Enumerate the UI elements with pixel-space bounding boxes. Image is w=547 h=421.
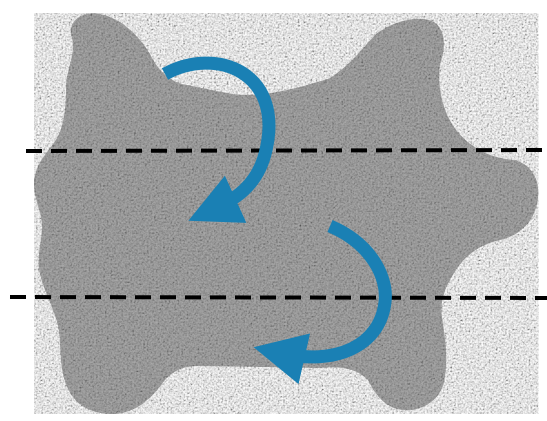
folding-diagram	[0, 0, 547, 421]
diagram-svg	[0, 0, 547, 421]
